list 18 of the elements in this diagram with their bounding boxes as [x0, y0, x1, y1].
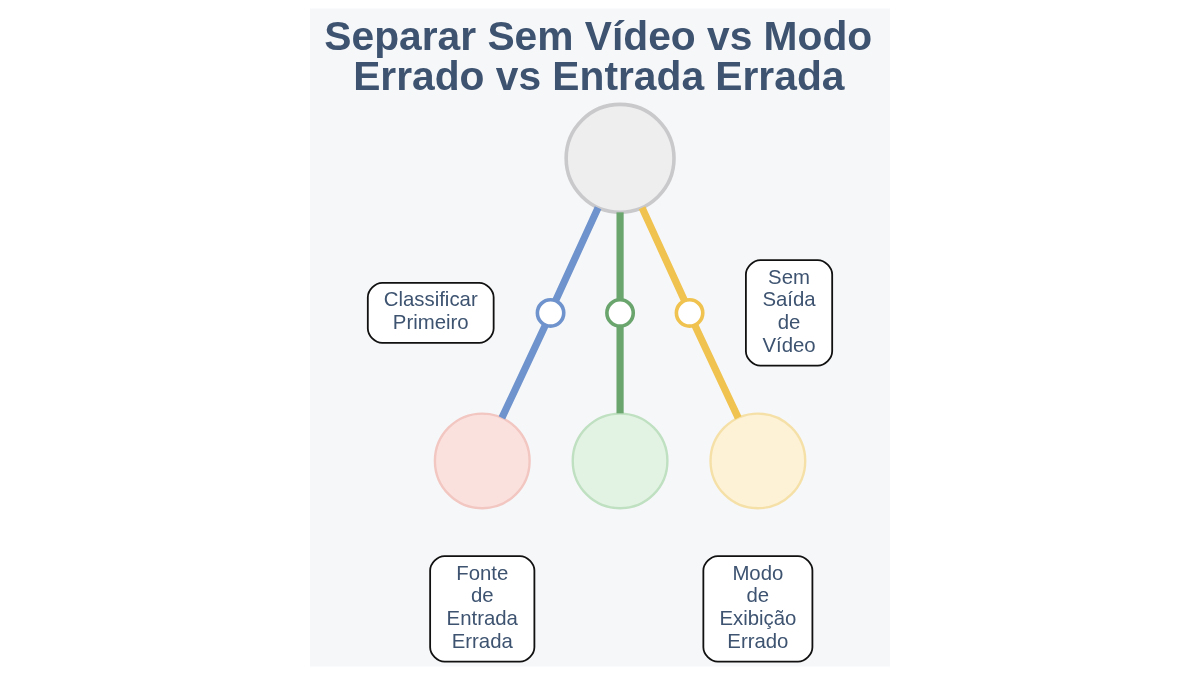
node-circle	[433, 412, 531, 510]
connector	[616, 326, 624, 414]
node-box: Fonte de Entrada Errada	[429, 555, 536, 663]
node-circle	[709, 412, 807, 510]
node-box: Sem Saída de Vídeo	[745, 259, 834, 367]
diagram-title: Separar Sem Vídeo vs Modo Errado vs Entrada Errada	[324, 12, 873, 100]
connector	[691, 323, 742, 420]
node-box: Modo de Exibição Errado	[702, 555, 814, 663]
node-circle	[674, 297, 705, 328]
connector	[552, 206, 602, 303]
connector	[498, 323, 549, 420]
node-box: Classificar Primeiro	[366, 282, 495, 344]
node-circle	[564, 102, 676, 215]
node-circle	[535, 297, 566, 328]
connector	[638, 206, 688, 303]
node-circle	[605, 297, 636, 328]
node-circle	[571, 412, 669, 510]
connector	[616, 212, 624, 300]
